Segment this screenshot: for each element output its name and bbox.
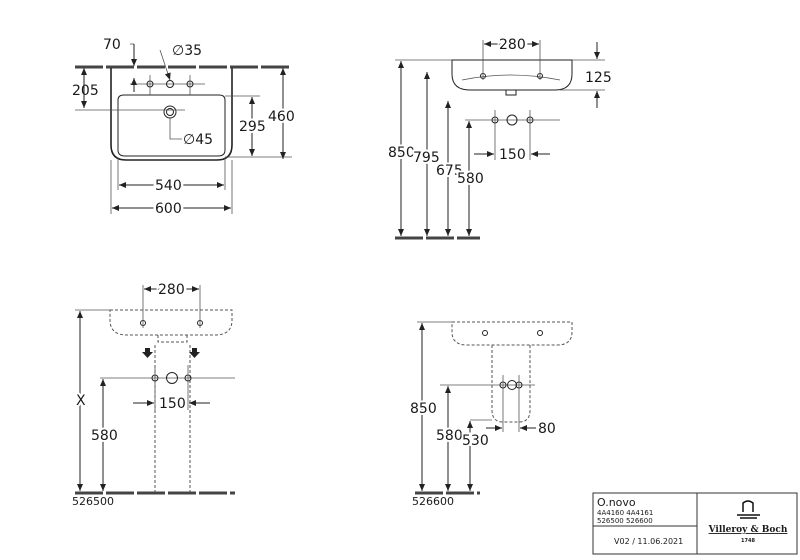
brand-logo: Villeroy & Boch 1748 [708,500,788,544]
bowl-outline [117,94,226,157]
dim-580: 580 [457,171,484,187]
dim-280: 280 [499,37,526,53]
basin-front-outline [451,321,573,346]
version-date: V02 / 11.06.2021 [614,537,683,546]
basin-outline [110,68,233,161]
dim-x: X [76,393,86,409]
dim-795: 795 [413,150,440,166]
svg-text:Villeroy & Boch: Villeroy & Boch [708,525,788,535]
dim-125: 125 [585,70,612,86]
svg-text:1748: 1748 [741,538,755,544]
dim-540: 540 [155,178,182,194]
dim-280: 280 [158,282,185,298]
dim-460: 460 [268,109,295,125]
title-block: O.novo 4A4160 4A4161 526500 526600 V02 /… [592,492,798,555]
dim-530: 530 [462,433,489,449]
dim-675: 675 [436,163,463,179]
dim-diameter-35: ∅35 [172,43,202,59]
article-code: 526600 [412,495,454,508]
product-codes: 526500 526600 [597,517,653,525]
dim-70: 70 [103,37,121,53]
front-half-pedestal-view: 80 850 580 530 526600 [408,321,573,508]
top-view: 70 ∅35 205 295 460 ∅45 540 600 [72,37,297,220]
product-codes: 4A4160 4A4161 [597,509,653,517]
side-view: 280 125 150 850 795 675 580 [386,35,612,240]
waste-outlet-icon [163,105,177,119]
article-code: 526500 [72,495,114,508]
arrow-down-icon [189,348,200,358]
half-pedestal-outline [491,345,531,423]
front-pedestal-view: 280 150 X 580 526500 [72,280,235,508]
basin-front-outline [109,309,233,336]
dim-150: 150 [499,147,526,163]
dim-600: 600 [155,201,182,217]
dim-580: 580 [436,428,463,444]
basin-side-outline [451,59,573,91]
dim-295: 295 [239,119,266,135]
arrow-down-icon [142,348,153,358]
dim-80: 80 [538,421,556,437]
dim-205: 205 [72,83,99,99]
product-name: O.novo [597,496,636,509]
dim-150: 150 [159,396,186,412]
fountain-icon [737,500,760,519]
dim-850: 850 [388,145,415,161]
dim-850: 850 [410,401,437,417]
pedestal-outline [154,345,191,492]
dim-diameter-45: ∅45 [183,132,213,148]
dim-580: 580 [91,428,118,444]
